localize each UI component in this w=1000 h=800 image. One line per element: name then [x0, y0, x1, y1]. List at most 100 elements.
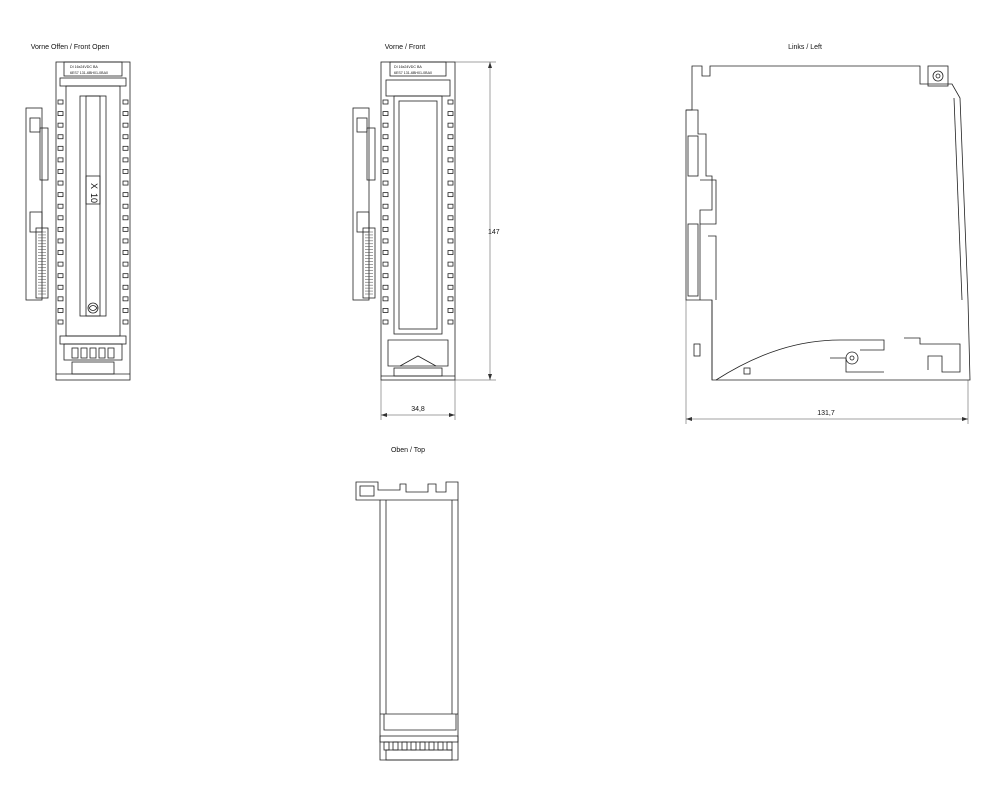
terminal-left	[57, 226, 64, 232]
terminal-right	[122, 284, 129, 290]
terminal-right	[447, 226, 454, 232]
terminal-right	[122, 238, 129, 244]
terminal-right	[447, 99, 454, 105]
terminal-right	[122, 319, 129, 325]
left-depth-dimension: 131,7	[685, 300, 969, 424]
front-width-dimension: 34,8	[380, 380, 456, 420]
latch-slot	[71, 347, 79, 359]
terminal-left	[382, 192, 389, 198]
terminal-left	[57, 319, 64, 325]
terminal-right	[122, 169, 129, 174]
terminal-right	[122, 250, 129, 255]
latch-slot	[80, 347, 88, 359]
terminal-left	[382, 180, 389, 186]
terminal-right	[122, 111, 129, 116]
terminal-left	[57, 111, 64, 116]
terminal-right	[447, 122, 454, 128]
left-depth-value: 131,7	[817, 410, 835, 417]
terminal-left	[57, 273, 64, 279]
terminal-right	[447, 238, 454, 244]
svg-text:DI 16x24VDC BA: DI 16x24VDC BA	[70, 65, 98, 69]
svg-text:6ES7 131-6BH01-0BA0: 6ES7 131-6BH01-0BA0	[394, 71, 432, 75]
terminal-left	[382, 226, 389, 232]
terminal-right	[447, 134, 454, 140]
terminal-right	[447, 192, 454, 198]
terminal-right	[122, 308, 129, 313]
terminal-right	[447, 215, 454, 221]
terminal-right	[122, 180, 129, 186]
terminal-left	[57, 261, 64, 267]
front-open-logo-icon	[87, 302, 99, 314]
terminal-right	[122, 203, 129, 209]
terminal-left	[57, 192, 64, 198]
svg-text:DI 16x24VDC BA: DI 16x24VDC BA	[394, 65, 422, 69]
terminal-right	[447, 308, 454, 313]
terminal-left	[382, 284, 389, 290]
terminal-left	[57, 122, 64, 128]
front-open-view: Vorne Offen / Front Open DI 16x24VDC BA …	[25, 44, 131, 381]
front-height-value: 147	[488, 229, 500, 236]
terminal-left	[382, 319, 389, 325]
terminal-left	[57, 203, 64, 209]
marking-x: X	[89, 183, 99, 189]
terminal-left	[57, 157, 64, 163]
terminal-left	[382, 134, 389, 140]
terminal-left	[382, 250, 389, 255]
svg-text:6ES7 131-6BH01-0BA0: 6ES7 131-6BH01-0BA0	[70, 71, 108, 75]
terminal-left	[57, 250, 64, 255]
terminal-left	[382, 157, 389, 163]
terminal-left	[382, 203, 389, 209]
terminal-right	[122, 99, 129, 105]
top-view: Oben / Top	[355, 447, 459, 761]
terminal-right	[447, 319, 454, 325]
terminal-right	[447, 261, 454, 267]
front-width-value: 34,8	[411, 406, 425, 413]
terminal-left	[382, 238, 389, 244]
terminal-right	[447, 284, 454, 290]
front-open-terminals	[57, 99, 129, 325]
terminal-left	[382, 215, 389, 221]
terminal-left	[382, 169, 389, 174]
latch-slot	[107, 347, 115, 359]
terminal-left	[57, 180, 64, 186]
front-title: Vorne / Front	[385, 44, 426, 51]
terminal-left	[57, 145, 64, 151]
terminal-left	[57, 99, 64, 105]
terminal-right	[122, 215, 129, 221]
left-hinge-icon	[932, 70, 944, 82]
front-view: Vorne / Front DI 16x24VDC BA 6ES7 131-6B…	[352, 44, 500, 420]
terminal-left	[382, 122, 389, 128]
terminal-left	[57, 308, 64, 313]
left-outline	[685, 65, 971, 381]
terminal-left	[382, 308, 389, 313]
terminal-right	[447, 145, 454, 151]
terminal-left	[382, 99, 389, 105]
terminal-left	[382, 111, 389, 116]
latch-slot	[98, 347, 106, 359]
terminal-left	[57, 134, 64, 140]
terminal-right	[447, 296, 454, 302]
terminal-left	[57, 284, 64, 290]
terminal-left	[57, 296, 64, 302]
marking-number: 10	[89, 193, 99, 203]
terminal-right	[122, 192, 129, 198]
terminal-left	[57, 238, 64, 244]
terminal-right	[122, 226, 129, 232]
front-open-marking: X 10	[85, 175, 101, 205]
front-height-dimension: 147	[455, 61, 500, 381]
terminal-right	[122, 157, 129, 163]
terminal-right	[122, 134, 129, 140]
terminal-left	[382, 261, 389, 267]
terminal-left	[57, 169, 64, 174]
top-outline	[355, 481, 459, 761]
terminal-right	[122, 273, 129, 279]
terminal-right	[122, 296, 129, 302]
front-open-side-pins	[38, 231, 46, 295]
terminal-right	[447, 250, 454, 255]
top-title: Oben / Top	[391, 447, 425, 454]
terminal-right	[122, 261, 129, 267]
terminal-right	[447, 157, 454, 163]
terminal-right	[447, 273, 454, 279]
terminal-right	[122, 145, 129, 151]
terminal-right	[447, 169, 454, 174]
